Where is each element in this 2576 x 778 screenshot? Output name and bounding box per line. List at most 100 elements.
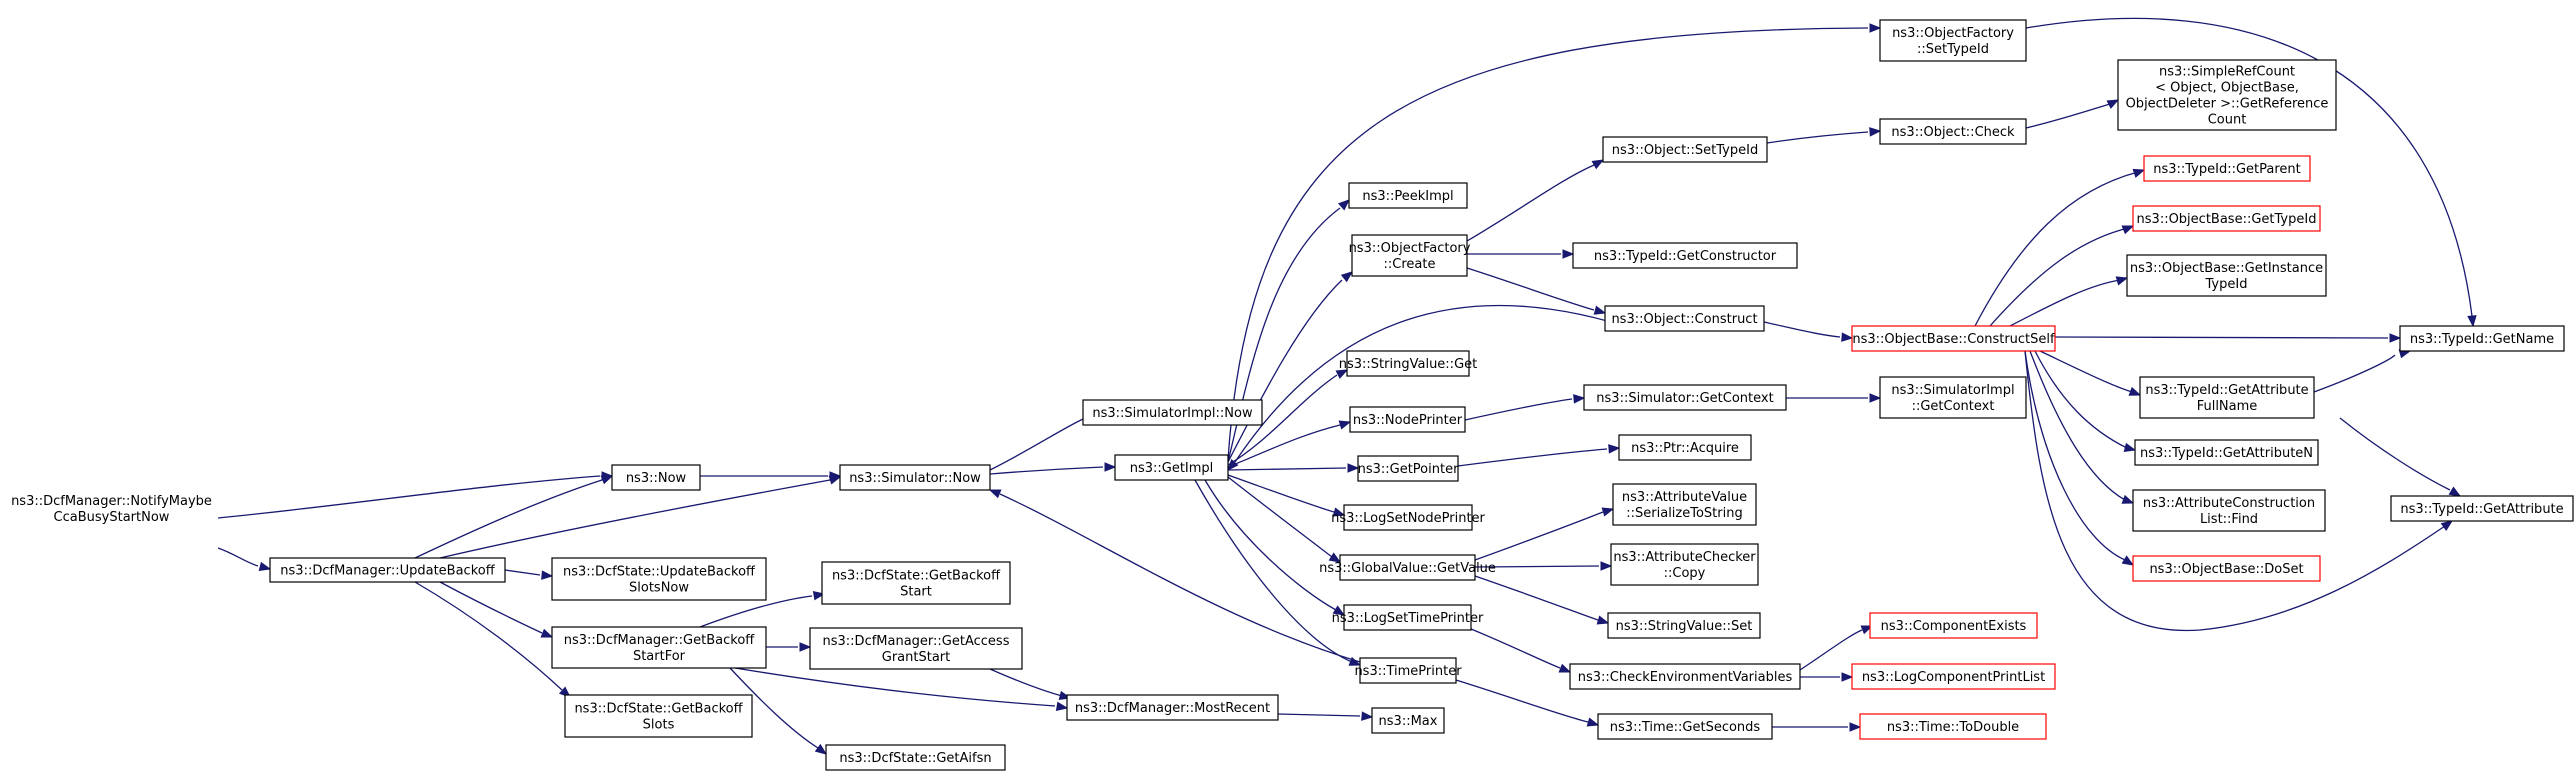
node-tid-get-attr-n[interactable]: ns3::TypeId::GetAttributeN [2134,439,2319,466]
node-peek-impl[interactable]: ns3::PeekImpl [1348,182,1468,209]
node-comp-exists[interactable]: ns3::ComponentExists [1869,612,2038,639]
edge-line [999,493,1361,663]
node-tid-get-constructor[interactable]: ns3::TypeId::GetConstructor [1572,242,1798,269]
arrowhead [2115,276,2129,286]
arrowhead [1608,444,1621,454]
node-now[interactable]: ns3::Now [611,464,701,491]
call-edge [2039,350,2142,396]
node-sim-impl-now[interactable]: ns3::SimulatorImpl::Now [1082,399,1263,426]
node-tid-get-attribute[interactable]: ns3::TypeId::GetAttribute [2390,495,2574,522]
call-edge [2024,350,2454,632]
node-most-recent[interactable]: ns3::DcfManager::MostRecent [1066,694,1279,721]
node-box [1607,612,1761,639]
node-ob-construct-self[interactable]: ns3::ObjectBase::ConstructSelf [1851,325,2056,352]
edge-line [2024,350,2126,561]
node-get-impl[interactable]: ns3::GetImpl [1114,454,1229,481]
node-log-set-node-printer[interactable]: ns3::LogSetNodePrinter [1331,504,1486,531]
arrowhead [1332,507,1346,517]
node-of-set-type-id[interactable]: ns3::ObjectFactory::SetTypeId [1879,19,2027,62]
node-tid-get-name[interactable]: ns3::TypeId::GetName [2399,325,2565,352]
node-av-serialize[interactable]: ns3::AttributeValue::SerializeToString [1612,483,1757,526]
edge-line [2034,350,2128,449]
edge-line [2054,336,2389,339]
edge-line [2313,354,2396,393]
call-edge [1466,159,1605,242]
node-obj-set-type-id[interactable]: ns3::Object::SetTypeId [1602,136,1768,163]
node-box [1082,399,1263,426]
arrowhead [1328,552,1342,563]
node-node-printer[interactable]: ns3::NodePrinter [1349,406,1466,433]
arrowhead [1332,605,1346,616]
node-box [2132,489,2326,532]
node-time-printer[interactable]: ns3::TimePrinter [1354,657,1462,684]
node-box [821,561,1011,605]
node-sim-now[interactable]: ns3::Simulator::Now [839,464,991,491]
arrowhead [2389,333,2402,343]
node-ac-copy[interactable]: ns3::AttributeChecker::Copy [1610,543,1759,586]
node-label: ns3::CheckEnvironmentVariables [1578,670,1793,685]
node-max[interactable]: ns3::Max [1371,707,1445,734]
arrowhead [1593,305,1607,315]
node-label: StartFor [633,649,686,664]
call-edge [1800,672,1854,682]
node-label: Count [2208,113,2247,128]
node-ptr-acquire[interactable]: ns3::Ptr::Acquire [1618,434,1752,461]
edge-line [1277,713,1361,717]
node-label: ns3::GetPointer [1358,462,1459,477]
node-root[interactable]: ns3::DcfManager::NotifyMaybeCcaBusyStart… [11,494,212,525]
node-label: ::SetTypeId [1917,42,1989,57]
arrowhead [1347,463,1360,473]
node-ds-get-aifsn[interactable]: ns3::DcfState::GetAifsn [825,744,1006,771]
node-sv-set[interactable]: ns3::StringValue::Set [1607,612,1761,639]
node-upd-backoff[interactable]: ns3::DcfManager::UpdateBackoff [269,557,506,583]
node-sim-get-context[interactable]: ns3::Simulator::GetContext [1583,384,1787,411]
node-sim-impl-get-context[interactable]: ns3::SimulatorImpl::GetContext [1879,376,2027,419]
node-string-value-get[interactable]: ns3::StringValue::Get [1339,350,1477,377]
node-box [2143,155,2311,182]
node-simple-ref[interactable]: ns3::SimpleRefCount< Object, ObjectBase,… [2117,59,2337,131]
call-edge [1766,127,1882,144]
node-of-create[interactable]: ns3::ObjectFactory::Create [1349,234,1471,277]
call-edge [1227,476,1342,563]
node-gv-get-value[interactable]: ns3::GlobalValue::GetValue [1319,554,1496,581]
node-obj-construct[interactable]: ns3::Object::Construct [1604,305,1765,332]
call-edge [1227,369,1349,466]
arrowhead [540,628,554,638]
arrowhead [814,743,828,755]
node-log-comp-print[interactable]: ns3::LogComponentPrintList [1851,663,2056,690]
arrowhead [1340,271,1354,283]
node-tid-get-parent[interactable]: ns3::TypeId::GetParent [2143,155,2311,182]
call-edge [1467,249,1575,259]
node-obj-check[interactable]: ns3::Object::Check [1879,118,2027,145]
call-edge [2024,350,2135,566]
node-time-to-double[interactable]: ns3::Time::ToDouble [1859,713,2047,740]
node-label: ns3::Max [1379,714,1438,729]
node-log-set-time-printer[interactable]: ns3::LogSetTimePrinter [1332,604,1484,631]
node-label: ns3::DcfManager::GetBackoff [564,633,756,648]
arrowhead [2467,315,2477,328]
arrowhead [1562,249,1575,259]
edge-line [2025,103,2111,129]
edge-line [1474,511,1604,561]
node-box [1604,305,1765,332]
node-box [2132,555,2321,582]
edge-line [2024,350,2446,632]
edge-line [1466,267,1595,311]
node-get-pointer[interactable]: ns3::GetPointer [1357,455,1459,482]
node-label: ns3::Object::SetTypeId [1612,143,1758,158]
node-label: ns3::DcfState::GetBackoff [574,702,743,717]
node-time-get-seconds[interactable]: ns3::Time::GetSeconds [1597,713,1773,740]
node-check-env[interactable]: ns3::CheckEnvironmentVariables [1569,663,1801,690]
node-label: ns3::LogSetTimePrinter [1332,611,1484,626]
node-ob-get-type-id[interactable]: ns3::ObjectBase::GetTypeId [2132,205,2321,232]
node-ob-do-set[interactable]: ns3::ObjectBase::DoSet [2132,555,2321,582]
node-label: ns3::ObjectFactory [1892,26,2014,41]
